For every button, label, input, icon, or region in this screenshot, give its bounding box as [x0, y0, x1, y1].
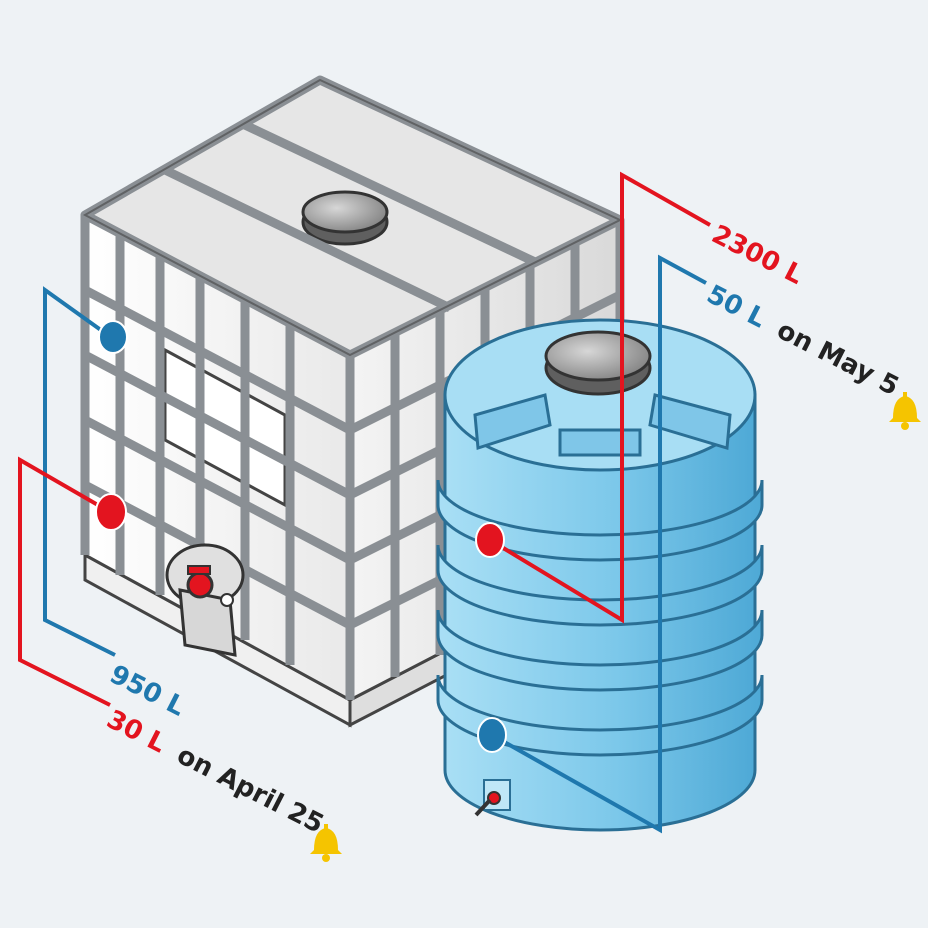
round-tank-level-label: 50 L [702, 280, 771, 335]
ibc-valve [165, 543, 245, 657]
round-tank-level-marker [477, 717, 507, 753]
ibc-level-callout [18, 456, 112, 707]
svg-text:30 L on April 25: 30 L on April 25 [102, 705, 329, 840]
ibc-capacity-callout [43, 286, 116, 657]
round-tank-outlet [474, 779, 511, 817]
round-tank-ribs [436, 479, 764, 757]
round-tank-alert-text: on May 5 [772, 315, 903, 402]
round-tank-level-callout [491, 254, 707, 834]
ibc-top-cap [301, 190, 389, 234]
bell-icon [310, 824, 342, 862]
callout-lines [18, 171, 711, 834]
round-tank-capacity-callout [488, 171, 711, 624]
ibc-alert-text: on April 25 [172, 740, 328, 839]
round-tank [436, 318, 764, 832]
round-tank-capacity-marker [475, 522, 505, 558]
ibc-level-marker [95, 493, 127, 531]
bell-icon [889, 392, 921, 430]
round-tank-capacity-label: 2300 L [707, 220, 808, 291]
ibc-capacity-marker [98, 320, 128, 354]
level-markers [95, 320, 507, 753]
round-tank-cap [544, 330, 652, 382]
